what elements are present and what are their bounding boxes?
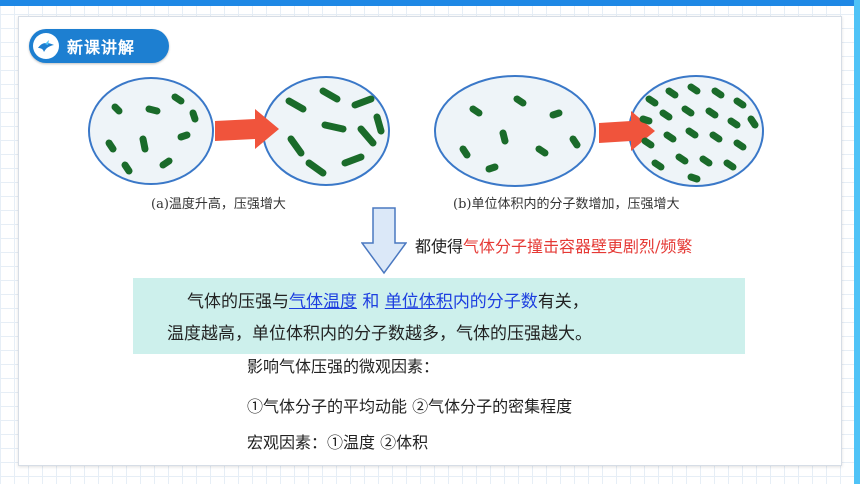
top-accent-bar [0, 0, 860, 6]
figure-a-caption: (a)温度升高，压强增大 [151, 197, 286, 212]
figure-b-caption: (b)单位体积内的分子数增加，压强增大 [453, 197, 680, 212]
down-arrow-icon [361, 207, 407, 275]
summary-line-2: 温度越高，单位体积内的分子数越多，气体的压强越大。 [167, 324, 592, 344]
effect-note: 都使得气体分子撞击容器壁更剧烈/频繁 [415, 233, 692, 257]
slide-card: 新课讲解 (a)温度升高，压强增大 [18, 16, 842, 466]
summary-text-end: 有关， [537, 292, 589, 312]
section-badge: 新课讲解 [29, 29, 169, 63]
keyword-unit-volume: 单位体积 [384, 292, 453, 312]
summary-box: 气体的压强与气体温度 和 单位体积内的分子数有关， 温度越高，单位体积内的分子数… [133, 278, 745, 354]
right-accent-bar [854, 0, 860, 484]
summary-line-1: 气体的压强与气体温度 和 单位体积内的分子数有关， [187, 286, 589, 318]
summary-connector: 和 [357, 292, 385, 312]
effect-note-prefix: 都使得 [415, 237, 464, 256]
figure-b-molecules [434, 75, 764, 187]
keyword-temperature: 气体温度 [289, 292, 357, 312]
micro-factors-title: 影响气体压强的微观因素： [247, 357, 440, 376]
keyword-molecule-count: 内的分子数 [452, 292, 538, 312]
summary-text: 气体的压强与 [187, 292, 289, 312]
effect-note-highlight: 气体分子撞击容器壁更剧烈/频繁 [463, 237, 693, 256]
badge-label: 新课讲解 [67, 38, 136, 57]
macro-factors: 宏观因素：①温度 ②体积 [247, 433, 429, 452]
figure-a-molecules [88, 76, 390, 186]
bird-icon [33, 33, 59, 59]
micro-factors-items: ①气体分子的平均动能 ②气体分子的密集程度 [247, 397, 573, 416]
